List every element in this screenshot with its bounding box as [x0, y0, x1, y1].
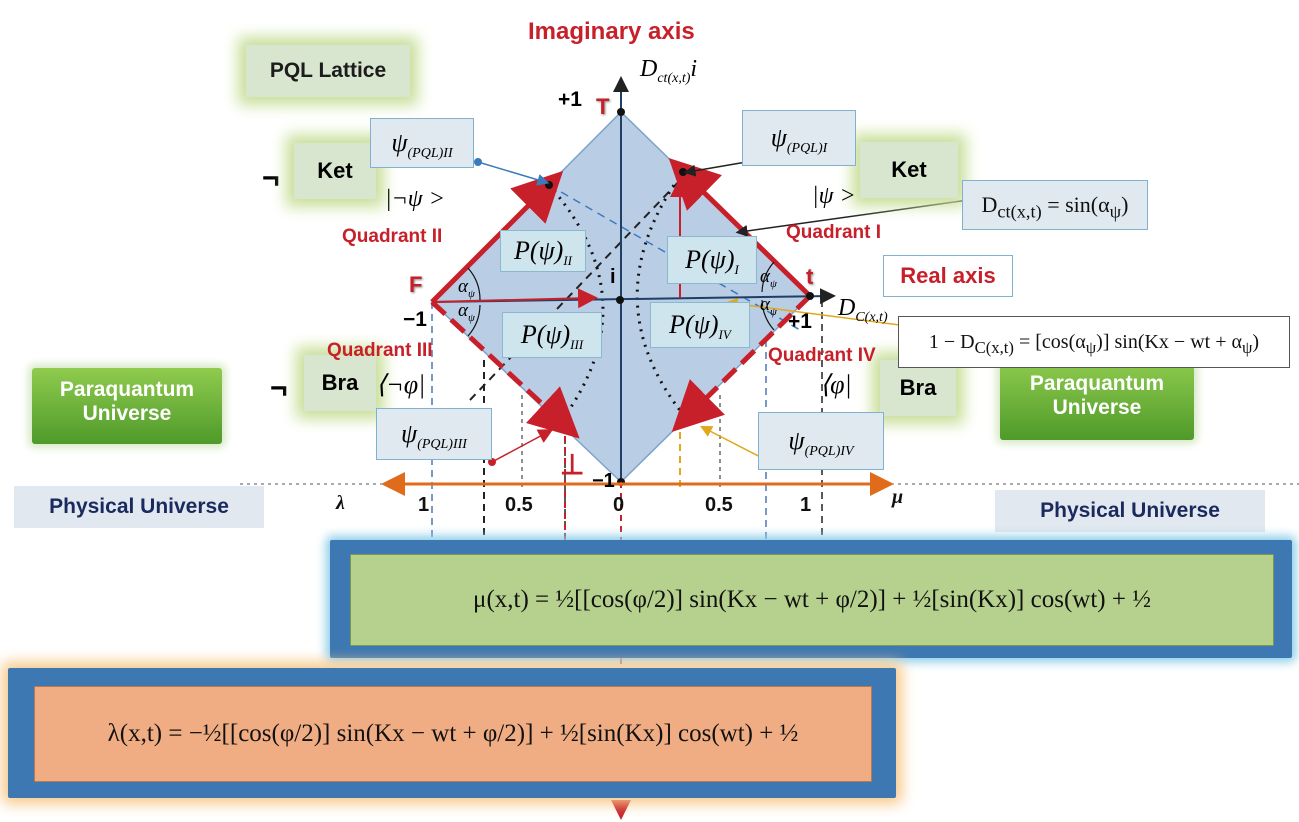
real-axis-label: Real axis	[883, 255, 1013, 297]
ket-left-state: |¬ψ >	[385, 186, 445, 212]
ket-left: Ket	[294, 143, 376, 199]
alpha-label: αψ	[458, 276, 475, 300]
mu-equation: μ(x,t) = ½[[cos(φ/2)] sin(Kx − wt + φ/2)…	[473, 586, 1151, 613]
physical-universe-left: Physical Universe	[14, 486, 264, 528]
tick-05-left: 0.5	[505, 494, 533, 516]
dc-formula-box: 1 − DC(x,t) = [cos(αψ)] sin(Kx − wt + αψ…	[898, 316, 1290, 368]
vertex-false: F	[409, 272, 423, 297]
real-axis-symbol: DC(x,t)	[838, 295, 888, 325]
mu-axis-label: μ	[892, 486, 904, 508]
negation-symbol-bra: ¬	[270, 372, 288, 405]
psi-pql-iii-box: ψ(PQL)III	[376, 408, 492, 460]
probability-iii: P(ψ)III	[502, 312, 602, 358]
alpha-label: αψ	[760, 294, 777, 318]
mu-equation-box: μ(x,t) = ½[[cos(φ/2)] sin(Kx − wt + φ/2)…	[350, 554, 1274, 646]
tick-plus-one-top: +1	[558, 88, 582, 111]
dct-formula-box: Dct(x,t) = sin(αψ)	[962, 180, 1148, 230]
quadrant-iii-label: Quadrant III	[327, 340, 433, 361]
tick-05-right: 0.5	[705, 494, 733, 516]
center-i-label: i	[610, 266, 616, 288]
negation-symbol: ¬	[262, 162, 280, 195]
dc-formula: 1 − DC(x,t) = [cos(αψ)] sin(Kx − wt + αψ…	[928, 331, 1260, 357]
physical-universe-right: Physical Universe	[995, 490, 1265, 532]
mu-equation-frame: μ(x,t) = ½[[cos(φ/2)] sin(Kx − wt + φ/2)…	[330, 540, 1292, 658]
psi-pql-iv-box: ψ(PQL)IV	[758, 412, 884, 470]
lambda-axis-label: λ	[336, 492, 345, 514]
bra-left-state: ⟨¬φ|	[376, 370, 426, 399]
imaginary-axis-title: Imaginary axis	[528, 18, 695, 45]
quadrant-i-label: Quadrant I	[786, 222, 882, 243]
bra-right-state: ⟨φ|	[820, 370, 852, 399]
probability-i: P(ψ)I	[667, 236, 757, 284]
bra-left: Bra	[304, 355, 376, 411]
quadrant-iv-label: Quadrant IV	[768, 345, 876, 366]
imaginary-axis-label: Dct(x,t)i	[640, 56, 698, 86]
probability-iv: P(ψ)IV	[650, 302, 750, 348]
vertex-bottom: ⊥	[560, 449, 585, 480]
lambda-equation-frame: λ(x,t) = −½[[cos(φ/2)] sin(Kx − wt + φ/2…	[8, 668, 896, 798]
tick-1-left: 1	[418, 494, 430, 516]
tick-minus-one-bottom: −1	[592, 470, 615, 492]
ket-right-state: |ψ >	[812, 183, 856, 209]
dct-formula: Dct(x,t) = sin(αψ)	[981, 192, 1129, 222]
tick-0: 0	[613, 494, 625, 516]
vertex-true: T	[596, 94, 610, 119]
psi-pql-i-box: ψ(PQL)I	[742, 110, 856, 166]
probability-ii: P(ψ)II	[500, 230, 586, 272]
lambda-equation: λ(x,t) = −½[[cos(φ/2)] sin(Kx − wt + φ/2…	[107, 720, 799, 747]
ket-right: Ket	[860, 142, 958, 198]
paraquantum-universe-right: Paraquantum Universe	[1000, 360, 1194, 440]
alpha-label: αψ	[458, 300, 475, 324]
tick-minus-one-left: −1	[403, 308, 427, 331]
paraquantum-universe-left: Paraquantum Universe	[32, 368, 222, 444]
lambda-equation-box: λ(x,t) = −½[[cos(φ/2)] sin(Kx − wt + φ/2…	[34, 686, 872, 782]
tick-1-right: 1	[800, 494, 812, 516]
alpha-label: αψ	[760, 266, 777, 290]
vertex-t: t	[806, 264, 814, 289]
tick-plus-one-right: +1	[788, 310, 812, 333]
bra-right: Bra	[880, 360, 956, 416]
pql-lattice-label: PQL Lattice	[246, 45, 410, 97]
psi-pql-ii-box: ψ(PQL)II	[370, 118, 474, 168]
quadrant-ii-label: Quadrant II	[342, 226, 443, 247]
